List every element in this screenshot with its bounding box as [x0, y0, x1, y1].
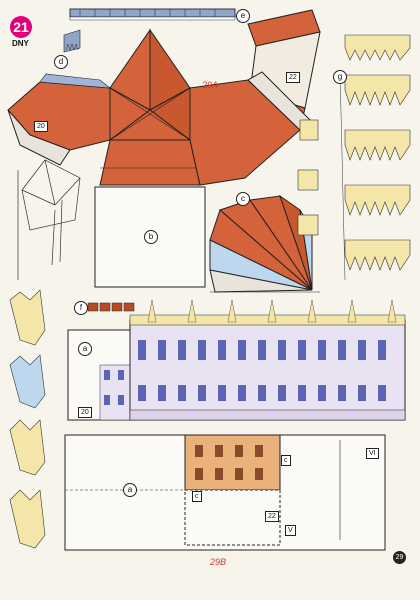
label-c-base-left: c: [192, 491, 202, 502]
sheet-number-badge: 21: [10, 16, 32, 38]
brand-label: DNY: [12, 39, 29, 48]
label-c-fan: c: [236, 192, 250, 206]
label-22-base: 22: [265, 511, 279, 522]
roof-right-wing: [189, 71, 313, 186]
label-a-facade: a: [78, 342, 92, 356]
label-a-base: a: [123, 483, 137, 497]
label-f: f: [74, 301, 88, 315]
assembly-sketch: [17, 159, 81, 280]
central-roof: [109, 28, 191, 181]
label-20-facade: 20: [78, 407, 92, 418]
main-facade: [67, 299, 406, 421]
label-e: e: [236, 9, 250, 23]
bricks-f: [87, 302, 135, 312]
label-c-base-right: c: [281, 455, 291, 466]
label-v: V: [285, 525, 296, 536]
label-g: g: [333, 70, 347, 84]
label-22-roof: 22: [286, 72, 300, 83]
strip-e: [69, 8, 236, 21]
left-spires: [9, 289, 46, 549]
spire-rows-g: [297, 34, 411, 281]
label-d: d: [54, 55, 68, 69]
label-vi: VI: [366, 448, 379, 459]
roof-lower-band: [99, 139, 201, 186]
label-b: b: [144, 230, 158, 244]
mark-29b: 29B: [210, 557, 227, 567]
crenel-d: [63, 29, 81, 53]
fan-c: [209, 194, 320, 293]
label-20-roof: 20: [34, 121, 48, 132]
base-panel-a: [64, 434, 386, 551]
roof-left-wing: [7, 73, 111, 166]
mark-29a: 29A: [202, 80, 219, 90]
page-number: 29: [393, 551, 406, 564]
